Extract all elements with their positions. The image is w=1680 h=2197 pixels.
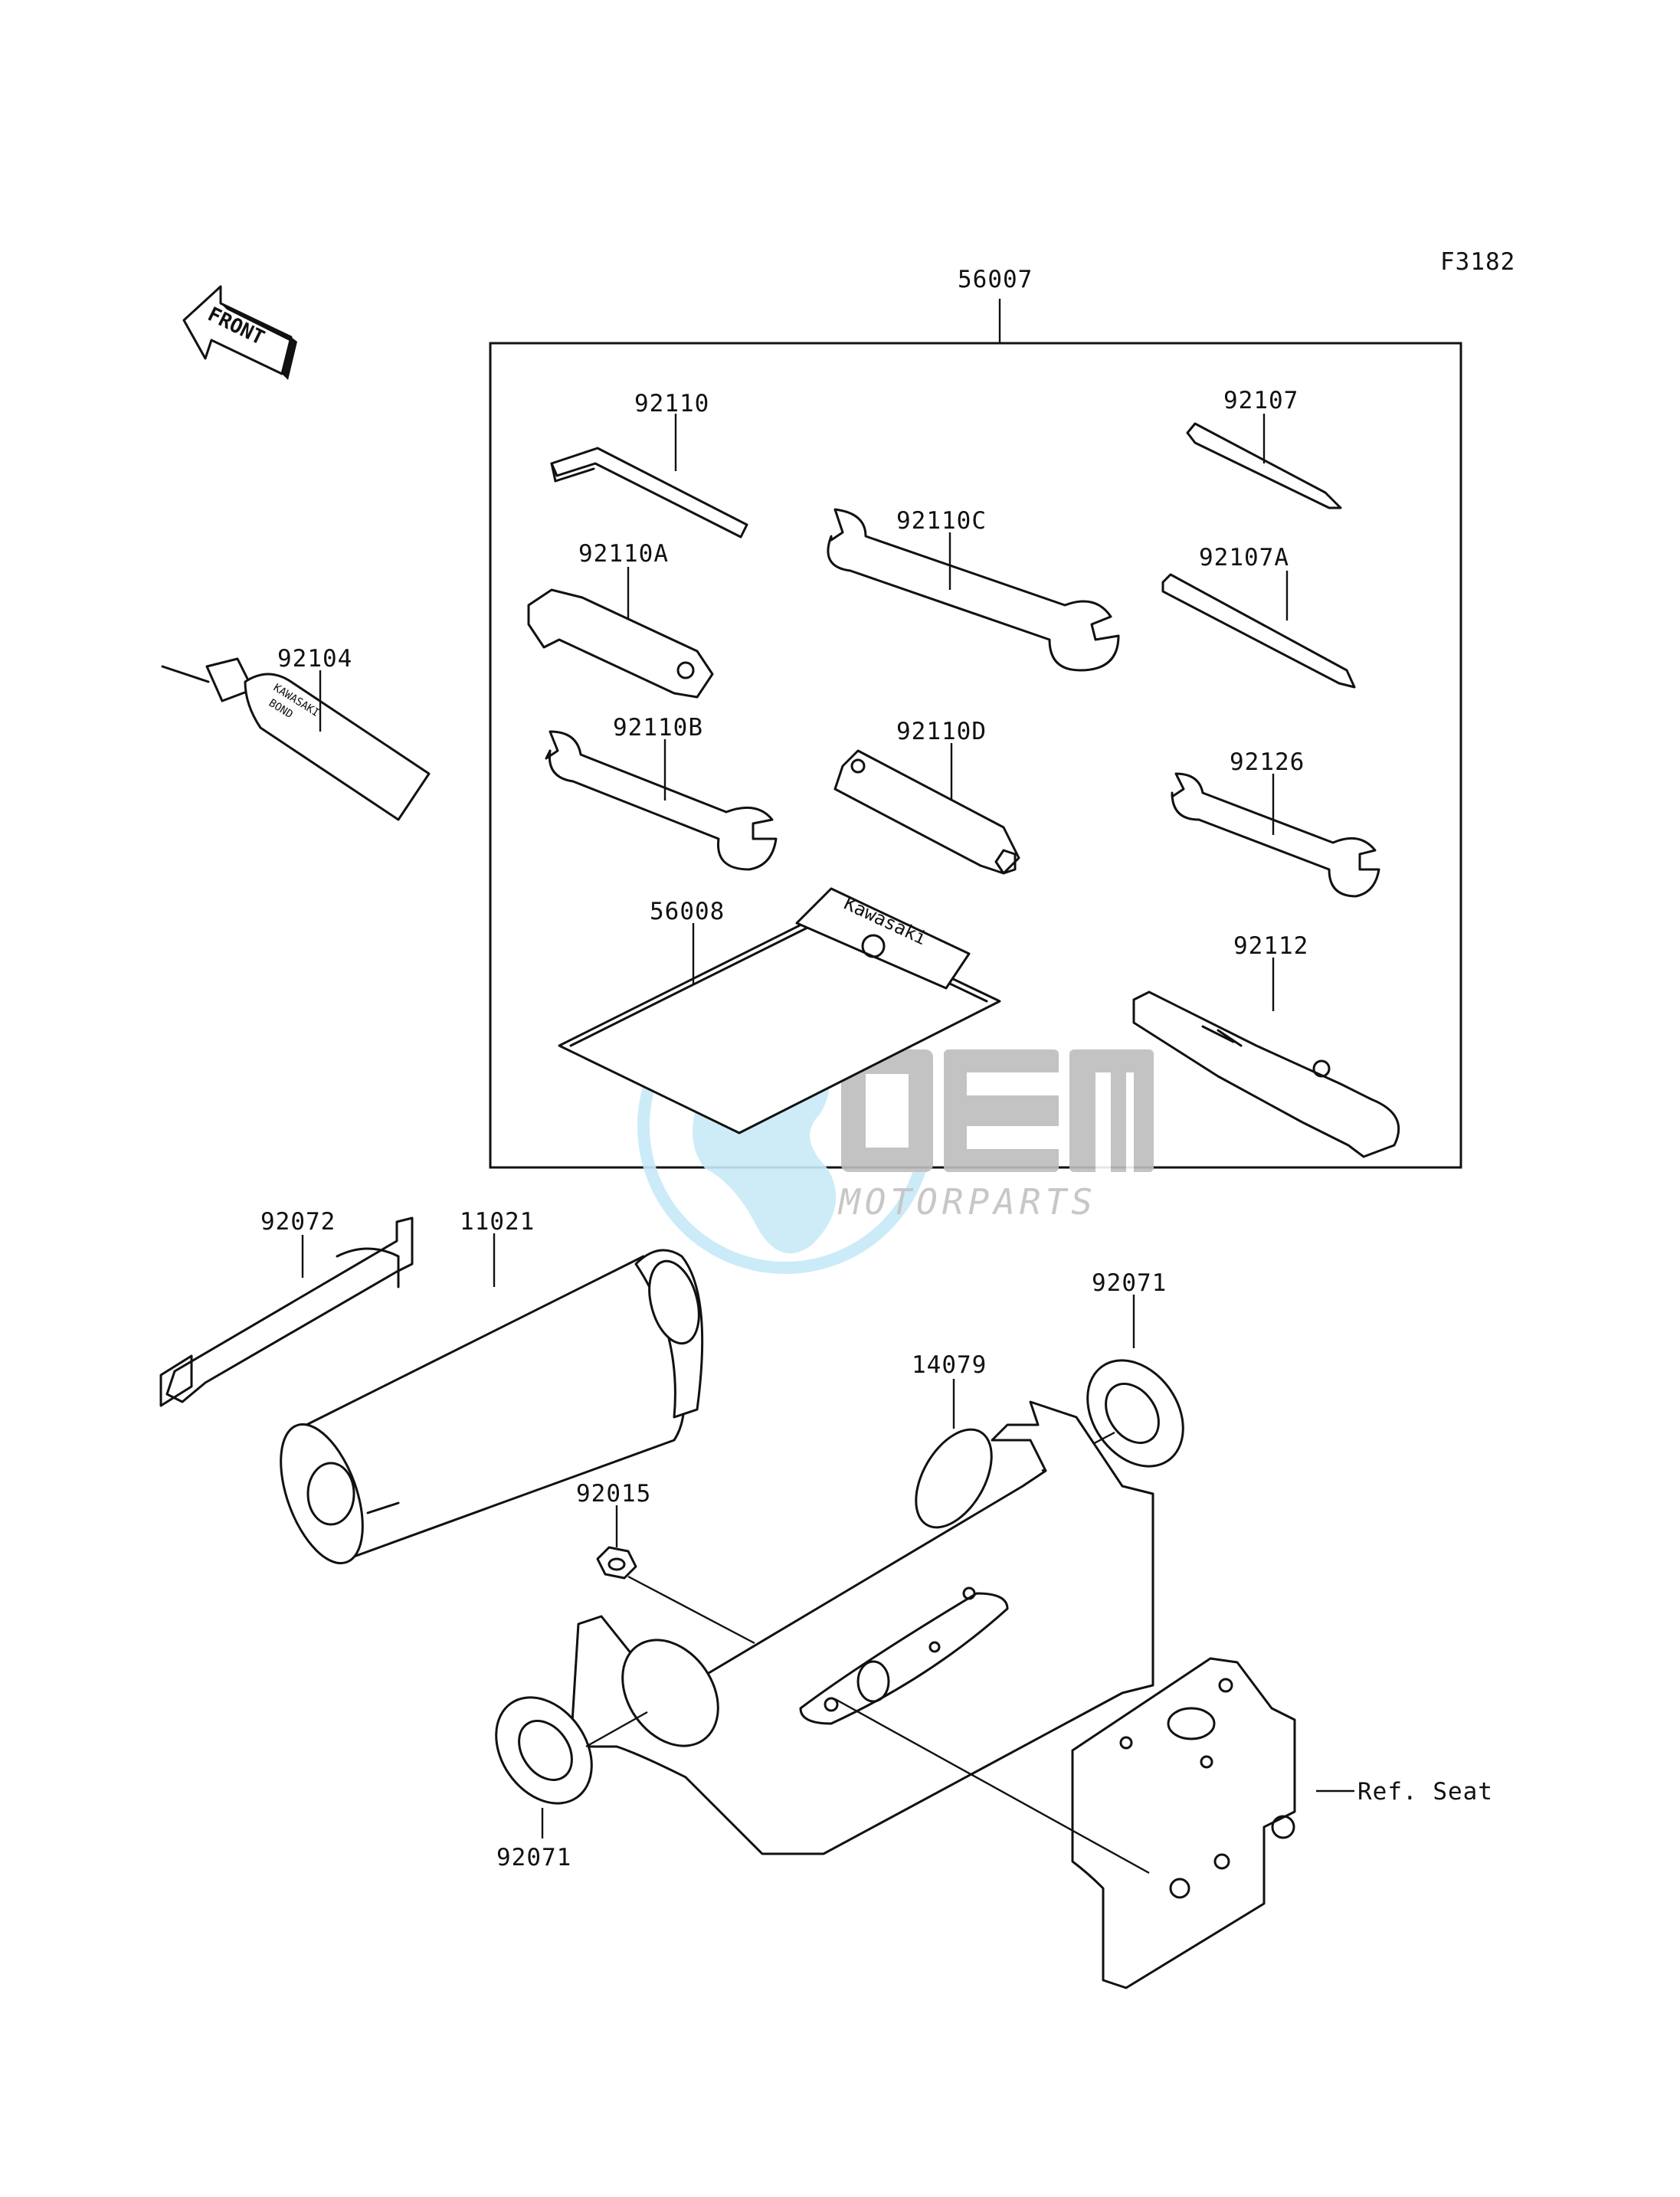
open-end-wrench-small: [1171, 772, 1380, 898]
box-wrench: [833, 749, 1020, 875]
part-label-92110B: 92110B: [613, 714, 703, 742]
socket-wrench: [527, 588, 714, 699]
part-label-92107: 92107: [1223, 387, 1298, 414]
part-label-92110A: 92110A: [578, 540, 669, 568]
part-label-92071-top: 92071: [1092, 1269, 1167, 1297]
pliers: [1132, 990, 1400, 1158]
allen-key: [550, 447, 748, 539]
open-end-wrench-c: [827, 508, 1120, 672]
screwdriver-bit: [1186, 422, 1342, 509]
canister-bracket: [569, 1400, 1154, 1855]
part-label-14079: 14079: [912, 1351, 987, 1379]
seat-bracket: [1071, 1657, 1296, 1989]
kit-number-label: 56007: [958, 266, 1033, 293]
open-end-wrench-b: [545, 730, 778, 871]
part-label-92015: 92015: [576, 1480, 651, 1508]
figure-code: F3182: [1440, 248, 1515, 276]
part-label-92126: 92126: [1230, 748, 1305, 776]
part-label-92071-bottom: 92071: [496, 1844, 571, 1871]
bond-tube: KAWASAKI BOND: [161, 657, 431, 821]
watermark-text: MOTORPARTS: [837, 1181, 1097, 1223]
part-label-92104: 92104: [277, 645, 352, 673]
part-label-92072: 92072: [260, 1208, 336, 1236]
part-label-92110D: 92110D: [896, 718, 987, 745]
part-label-92107A: 92107A: [1199, 544, 1289, 571]
tool-pouch: Kawasaki: [558, 887, 1001, 1135]
part-label-92110C: 92110C: [896, 507, 987, 535]
part-label-92112: 92112: [1233, 932, 1308, 960]
part-label-92110: 92110: [634, 390, 709, 417]
part-label-56008: 56008: [650, 898, 725, 925]
nut: [596, 1546, 637, 1580]
ref-seat-label: Ref. Seat: [1357, 1778, 1493, 1806]
strap: [159, 1216, 414, 1407]
watermark-logo: [841, 1049, 1154, 1172]
tool-canister: [280, 1249, 704, 1565]
grommet-bottom: [495, 1696, 593, 1805]
part-label-11021: 11021: [460, 1208, 535, 1236]
front-arrow-icon: FRONT: [182, 285, 297, 380]
grommet-top: [1086, 1359, 1184, 1468]
screwdriver-bit-a: [1161, 573, 1356, 689]
